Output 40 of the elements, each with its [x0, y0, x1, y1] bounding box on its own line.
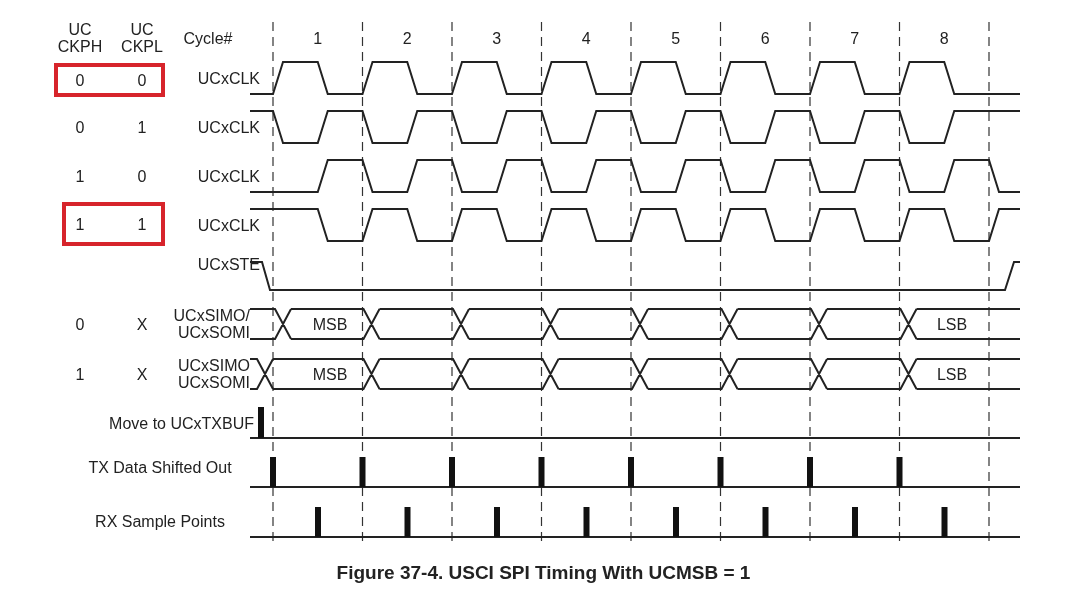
bit-value: 0: [74, 315, 86, 333]
signal-name: UCxSTE: [196, 255, 260, 273]
highlight-box: [62, 202, 165, 246]
cycle-number: 7: [849, 29, 861, 47]
cycle-number: 3: [491, 29, 503, 47]
cycle-number: 8: [938, 29, 950, 47]
data-bit-label: MSB: [311, 365, 349, 383]
trace-label: RX Sample Points: [94, 512, 226, 530]
row-header: Cycle#: [182, 29, 234, 47]
bit-value: X: [135, 315, 149, 333]
cycle-number: 1: [312, 29, 324, 47]
bit-value: 0: [74, 118, 86, 136]
signal-name: UCxCLK: [196, 118, 260, 136]
trace-label: Move to UCxTXBUF: [108, 414, 254, 432]
data-bit-label: MSB: [311, 315, 349, 333]
figure-caption: Figure 37-4. USCI SPI Timing With UCMSB = 1: [335, 562, 752, 584]
data-bit-label: LSB: [935, 315, 969, 333]
highlight-box: [54, 63, 165, 97]
bit-value: 1: [136, 118, 148, 136]
cycle-number: 5: [670, 29, 682, 47]
bit-value: 1: [75, 215, 85, 233]
signal-name: UCxCLK: [196, 69, 260, 87]
bit-value: 0: [136, 167, 148, 185]
data-bit-label: LSB: [935, 365, 969, 383]
bit-value: 0: [75, 71, 85, 89]
column-header: UC CKPL: [120, 21, 164, 55]
column-header: UC CKPH: [56, 21, 104, 55]
cycle-number: 4: [580, 29, 592, 47]
trace-label: TX Data Shifted Out: [87, 458, 233, 476]
bit-value: 1: [137, 215, 147, 233]
cycle-number: 2: [401, 29, 413, 47]
bit-value: 0: [137, 71, 147, 89]
signal-name: UCxCLK: [196, 167, 260, 185]
signal-name: UCxCLK: [196, 216, 260, 234]
cycle-number: 6: [759, 29, 771, 47]
bit-value: 1: [74, 365, 86, 383]
signal-name: UCxSIMO/ UCxSOMI: [172, 307, 250, 341]
bit-value: 1: [74, 167, 86, 185]
bit-value: X: [135, 365, 149, 383]
signal-name: UCxSIMO UCxSOMI: [177, 357, 250, 391]
